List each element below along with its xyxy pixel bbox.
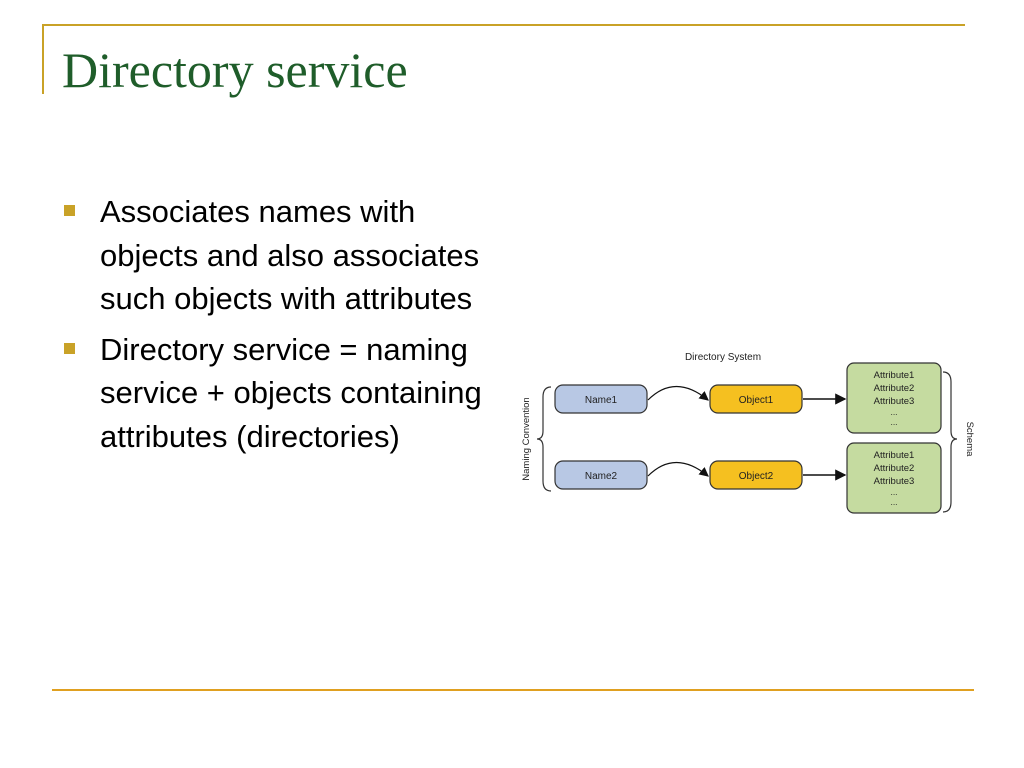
frame-top-line [42,24,965,26]
name-label-2: Name2 [585,471,618,482]
attribute-label: Attribute1 [874,370,915,381]
name-to-object-arrow-1 [647,386,709,401]
attribute-label: Attribute1 [874,450,915,461]
name-box-1 [554,384,648,414]
footer-line [52,689,974,691]
bullet-text: Associates names with objects and also a… [100,194,480,316]
schema-brace [942,371,958,513]
diagram-svg: Directory System Naming Convention Schem… [521,352,975,514]
bullet-list: Associates names with objects and also a… [62,190,502,465]
slide-title: Directory service [62,42,408,98]
attributes-box-1 [846,362,942,434]
square-bullet-icon [64,342,75,354]
attribute-label: Attribute2 [874,383,915,394]
naming-convention-brace [536,386,552,492]
name-label-1: Name1 [585,395,618,406]
attribute-label: Attribute3 [874,476,915,487]
object-label-1: Object1 [739,395,774,406]
frame-left-line [42,24,44,94]
attribute-ellipsis: ... [890,497,897,507]
attribute-label: Attribute3 [874,396,915,407]
bullet-item: Associates names with objects and also a… [62,190,502,321]
attribute-ellipsis: ... [890,407,897,417]
attribute-ellipsis: ... [890,417,897,427]
square-bullet-icon [64,205,75,216]
object-box-1 [709,384,803,414]
name-to-object-arrow-2 [647,462,709,477]
bullet-item: Directory service = naming service + obj… [62,328,502,459]
attribute-ellipsis: ... [890,487,897,497]
diagram-title: Directory System [685,352,761,363]
directory-system-diagram: Directory System Naming Convention Schem… [515,345,975,520]
name-box-2 [554,460,648,490]
naming-convention-label: Naming Convention [521,397,532,480]
attributes-box-2 [846,442,942,514]
schema-label: Schema [964,422,975,458]
attribute-label: Attribute2 [874,463,915,474]
bullet-text: Directory service = naming service + obj… [100,331,482,454]
object-label-2: Object2 [739,471,774,482]
object-box-2 [709,460,803,490]
